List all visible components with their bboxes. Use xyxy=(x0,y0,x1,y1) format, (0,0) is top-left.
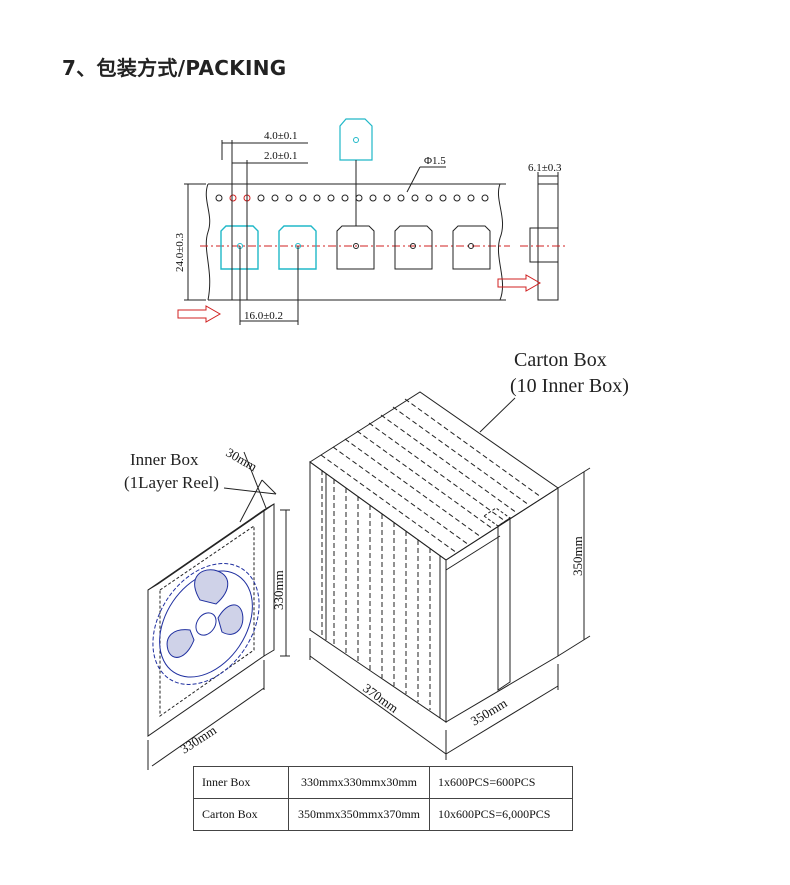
inner-label-line1: Inner Box xyxy=(130,450,199,469)
carton-dim-height: 350mm xyxy=(570,536,585,576)
table-cell-qty: 10x600PCS=6,000PCS xyxy=(429,798,573,831)
table-cell-name: Carton Box xyxy=(193,798,289,831)
table-cell-qty: 1x600PCS=600PCS xyxy=(429,766,573,799)
table-row: Carton Box 350mmx350mmx370mm 10x600PCS=6… xyxy=(193,798,573,831)
tape-side-view xyxy=(520,172,566,301)
reel xyxy=(152,563,260,685)
carton-dim-width: 350mm xyxy=(468,695,510,728)
inner-label-line2: (1Layer Reel) xyxy=(124,473,219,492)
dim-hole-offset: 2.0±0.1 xyxy=(264,150,298,162)
dim-pitch-parts: 16.0±0.2 xyxy=(244,310,283,322)
carton-label-line1: Carton Box xyxy=(514,349,607,371)
dim-hole-dia: Φ1.5 xyxy=(424,155,446,167)
table-cell-size: 350mmx350mmx370mm xyxy=(288,798,430,831)
table-cell-size: 330mmx330mmx30mm xyxy=(288,766,430,799)
pocket-5 xyxy=(452,225,491,270)
inner-dim-height: 330mm xyxy=(271,570,286,610)
carton-dim-length: 370mm xyxy=(360,680,401,715)
inner-box xyxy=(147,451,290,770)
inner-dim-depth: 30mm xyxy=(224,445,260,475)
sprocket-holes xyxy=(215,194,489,202)
packing-table: Inner Box 330mmx330mmx30mm 1x600PCS=600P… xyxy=(193,766,573,831)
dim-thickness: 6.1±0.3 xyxy=(528,162,562,174)
feed-arrow-left xyxy=(177,305,222,323)
carrier-tape xyxy=(177,118,566,325)
pocket-4 xyxy=(394,225,433,270)
dim-tape-width: 24.0±0.3 xyxy=(174,232,186,272)
carton-box xyxy=(309,391,591,760)
dim-pitch-holes: 4.0±0.1 xyxy=(264,130,298,142)
table-row: Inner Box 330mmx330mmx30mm 1x600PCS=600P… xyxy=(193,766,573,799)
table-cell-name: Inner Box xyxy=(193,766,289,799)
pocket-3 xyxy=(336,225,375,270)
feed-arrow-right xyxy=(497,274,542,292)
component-detail xyxy=(339,118,373,226)
inner-dim-width: 330mm xyxy=(177,722,218,756)
page-title: 7、包装方式/PACKING xyxy=(62,56,287,80)
carton-label-line2: (10 Inner Box) xyxy=(510,375,629,397)
